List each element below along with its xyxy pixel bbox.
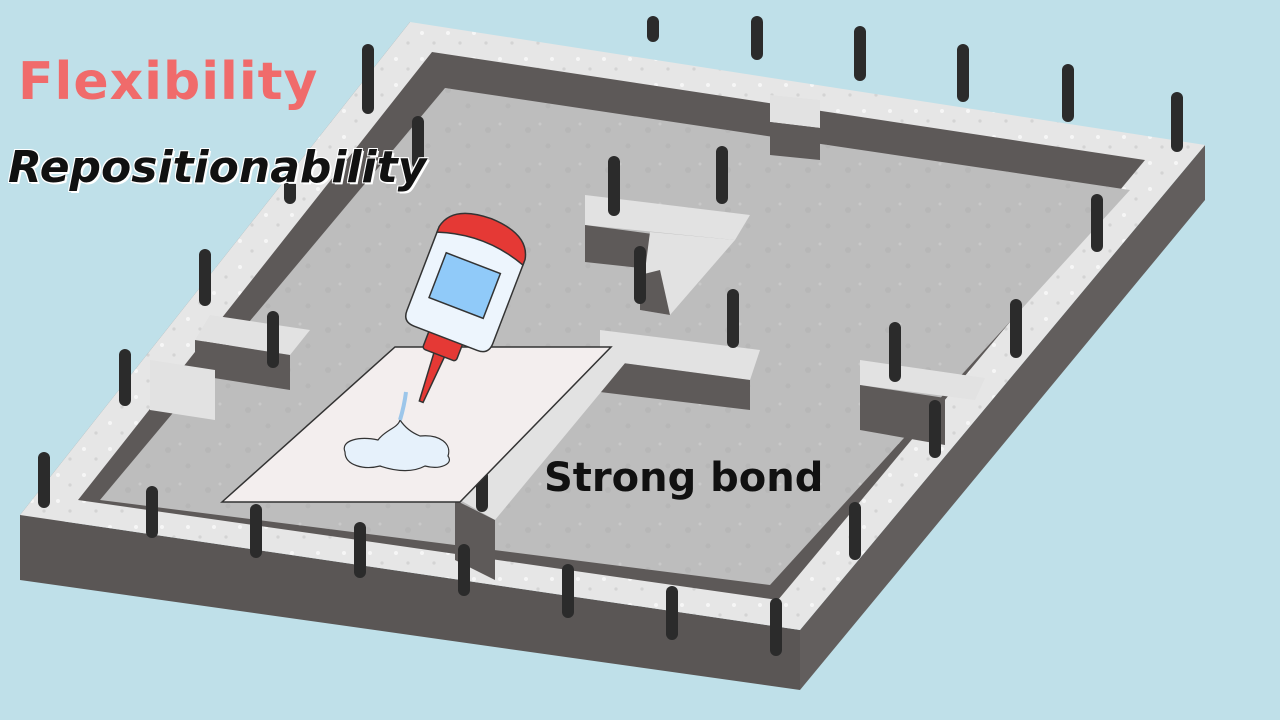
strong-bond-label: Strong bond	[544, 455, 824, 501]
repositionability-label: Repositionability	[8, 142, 427, 193]
glue-bottle-icon	[404, 212, 527, 404]
flexibility-label: Flexibility	[18, 52, 319, 112]
foundation-side-front	[20, 515, 800, 690]
rebar-posts	[38, 16, 1183, 656]
foundation-side-right	[800, 145, 1205, 690]
paper-sheet	[220, 346, 613, 503]
concrete-foundation	[20, 16, 1205, 690]
partition-walls	[150, 95, 985, 580]
glue-puddle	[343, 418, 450, 472]
